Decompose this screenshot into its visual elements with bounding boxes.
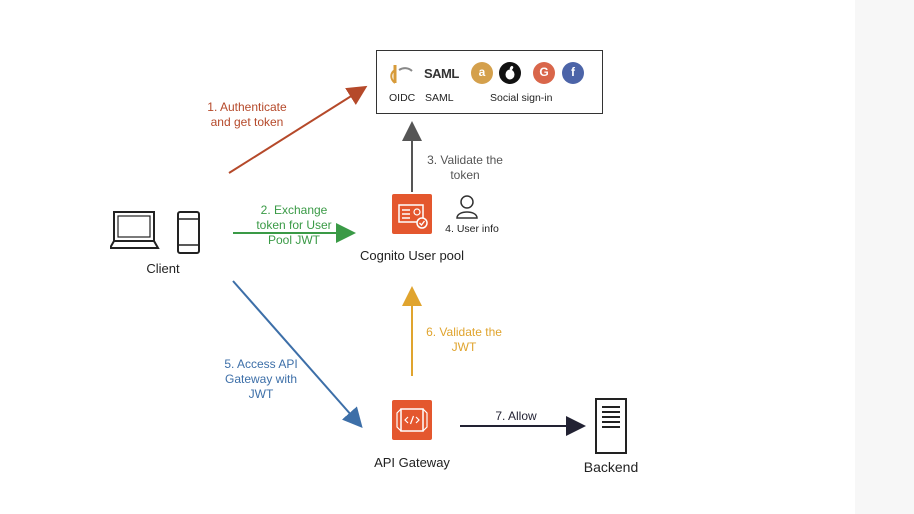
step-7-label: 7. Allow: [495, 409, 537, 423]
social-sign-in-label: Social sign-in: [490, 92, 553, 104]
user-icon: [456, 195, 478, 219]
background-panel: [855, 0, 914, 514]
client-label: Client: [146, 261, 180, 276]
google-icon: G: [533, 62, 555, 84]
oidc-label: OIDC: [389, 92, 416, 104]
arrow-step-5: [232, 280, 363, 428]
facebook-icon: f: [562, 62, 584, 84]
api-gateway-icon: [392, 400, 432, 440]
apple-icon: [499, 62, 521, 84]
arrow-step-1: [228, 85, 368, 174]
api-gateway-label: API Gateway: [374, 455, 450, 470]
backend-label: Backend: [583, 459, 639, 475]
amazon-icon: a: [471, 62, 493, 84]
saml-label: SAML: [425, 92, 454, 104]
server-icon: [595, 398, 627, 454]
oidc-icon: [390, 65, 413, 84]
saml-logo: SAML: [424, 66, 459, 81]
cognito-user-pool-label: Cognito User pool: [359, 248, 465, 263]
phone-icon: [177, 211, 200, 254]
laptop-icon: [110, 211, 160, 249]
identity-providers-box: SAML a G f OIDC SAML Social sign-in: [376, 50, 603, 114]
cognito-user-pool-icon: [392, 194, 432, 234]
step-4-label: 4. User info: [445, 223, 499, 235]
